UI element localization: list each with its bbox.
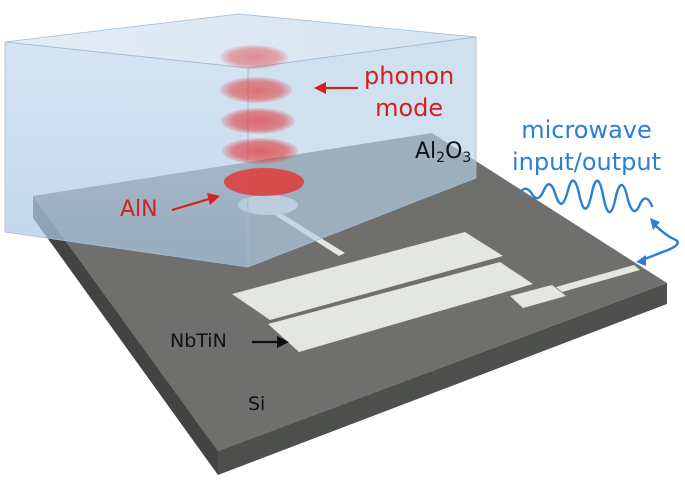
arrowhead-icon — [207, 193, 220, 205]
sapphire-label-sub2: 3 — [462, 150, 472, 166]
label-arrows — [171, 82, 358, 348]
aln-film — [224, 168, 304, 196]
phonon-label-line1: phonon — [364, 62, 455, 90]
phonon-lobe-1 — [220, 45, 288, 69]
sapphire-label: Al2O3 — [415, 139, 472, 166]
microwave-signal — [518, 179, 679, 266]
aln-label: AlN — [120, 197, 158, 222]
arrowhead-icon — [636, 255, 646, 266]
sapphire-crystal — [4, 13, 477, 268]
arrowhead-icon — [314, 82, 326, 94]
phonon-mode-label: phonon mode — [364, 60, 454, 124]
microwave-label-line2: input/output — [512, 148, 661, 176]
phonon-lobe-3 — [221, 108, 295, 134]
sapphire-label-al: Al — [415, 139, 437, 164]
phonon-lobe-2 — [220, 77, 292, 103]
phonon-mode — [220, 45, 304, 196]
nbtin-label: NbTiN — [170, 330, 227, 352]
crystal-front-face — [4, 41, 249, 268]
microwave-wave-icon — [518, 179, 654, 214]
substrate-side-face — [33, 196, 218, 475]
microwave-label-line1: microwave — [521, 116, 652, 144]
arrowhead-icon — [650, 218, 660, 230]
nbtin-capacitor-pad-lower — [268, 262, 533, 352]
crystal-right-face — [247, 36, 477, 268]
arrowhead-icon — [277, 336, 289, 348]
sapphire-label-o: O — [445, 139, 463, 164]
microwave-io-arrow — [640, 222, 679, 262]
nbtin-capacitor-pad-upper — [232, 232, 503, 320]
aln-arrow-line — [171, 197, 210, 212]
nbtin-port-pad — [510, 285, 566, 308]
sapphire-label-sub1: 2 — [436, 150, 446, 166]
nbtin-port-line — [556, 265, 640, 292]
substrate-front-face — [218, 283, 667, 475]
phonon-lobe-4 — [222, 138, 298, 164]
microwave-label: microwave input/output — [512, 114, 661, 178]
phonon-label-line2: mode — [375, 94, 444, 122]
silicon-label: Si — [248, 393, 266, 415]
